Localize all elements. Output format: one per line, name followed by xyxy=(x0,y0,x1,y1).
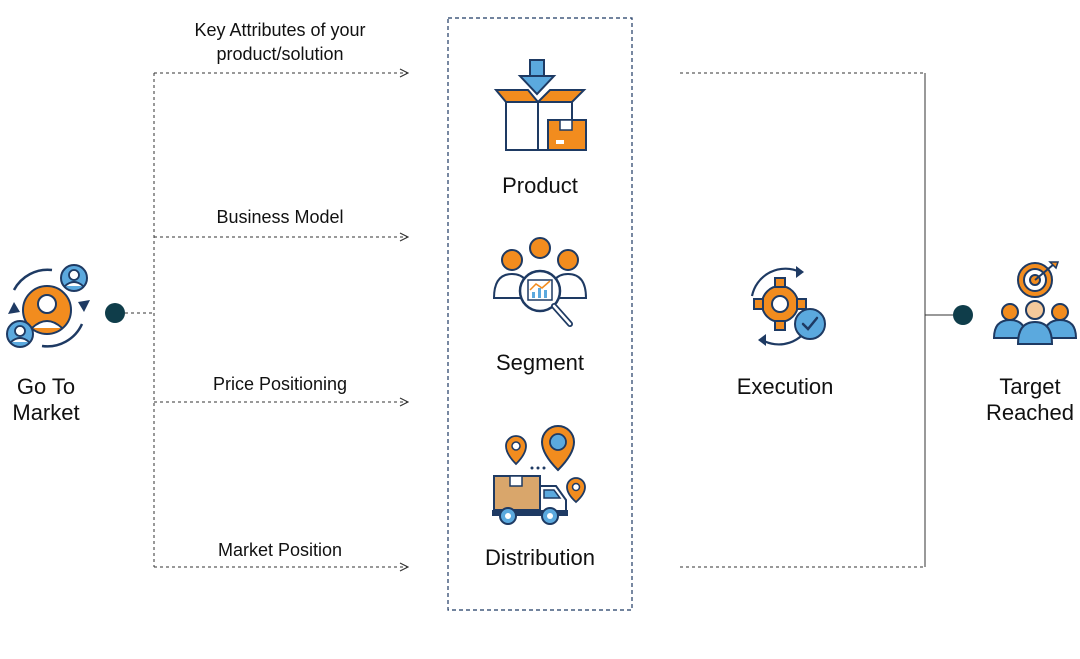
product-box-icon xyxy=(493,59,587,151)
target-label: Target Reached xyxy=(980,374,1080,427)
go-to-market-icon xyxy=(6,264,90,348)
target-label-line2: Reached xyxy=(985,400,1075,426)
segment-people-icon xyxy=(492,237,588,327)
segment-label: Segment xyxy=(495,350,585,375)
branch-label-4: Market Position xyxy=(217,540,343,560)
branch-1-line1: Key Attributes of your xyxy=(194,20,366,40)
execution-label: Execution xyxy=(736,374,834,399)
source-label: Go To Market xyxy=(0,374,92,427)
branch-label-1: Key Attributes of your product/solution xyxy=(160,18,400,66)
distribution-truck-icon xyxy=(492,424,586,525)
target-label-line1: Target xyxy=(999,374,1061,399)
execution-gear-icon xyxy=(750,266,826,346)
branch-label-2: Business Model xyxy=(216,207,344,227)
target-reached-icon xyxy=(992,261,1078,345)
source-label-line1: Go To xyxy=(16,374,76,399)
branch-1-line2: product/solution xyxy=(216,44,344,64)
center-box xyxy=(447,17,633,611)
source-label-line2: Market xyxy=(12,400,80,426)
product-label: Product xyxy=(502,173,578,198)
branch-label-3: Price Positioning xyxy=(212,374,348,394)
target-dot xyxy=(953,305,973,325)
source-dot xyxy=(105,303,125,323)
distribution-label: Distribution xyxy=(484,545,596,570)
